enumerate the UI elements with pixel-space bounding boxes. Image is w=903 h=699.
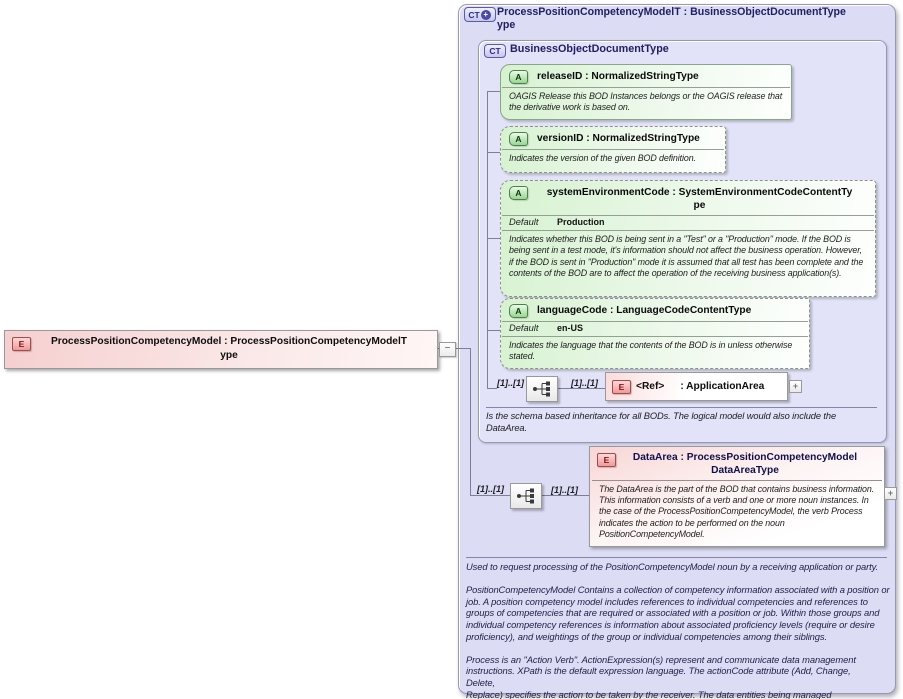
attribute-header: A versionID : NormalizedStringType (501, 127, 725, 146)
connector-line (456, 348, 470, 349)
sequence-glyph (533, 381, 550, 397)
connector-stub (488, 330, 500, 331)
collapse-button[interactable]: − (439, 342, 456, 357)
attribute-name: systemEnvironmentCode : SystemEnvironmen… (546, 187, 853, 211)
bod-type-title: BusinessObjectDocumentType (510, 43, 669, 55)
element-annotation: The DataArea is the part of the BOD that… (599, 484, 875, 539)
default-row: Default en-US (501, 322, 809, 333)
attribute-annotation: OAGIS Release this BOD Instances belongs… (509, 91, 783, 113)
default-value: Production (557, 217, 605, 227)
attribute-header: A systemEnvironmentCode : SystemEnvironm… (501, 181, 875, 212)
default-label: Default (509, 323, 539, 333)
attribute-icon: A (509, 70, 528, 84)
element-box-process-position-competency-model[interactable]: E ProcessPositionCompetencyModel : Proce… (4, 330, 438, 369)
default-row: Default Production (501, 216, 875, 227)
panel-annotation: Used to request processing of the Positi… (466, 561, 890, 699)
default-value: en-US (557, 323, 584, 333)
expand-button[interactable]: + (884, 487, 897, 500)
attribute-annotation: Indicates the language that the contents… (509, 340, 793, 362)
cardinality-label: [1]..[1] (477, 484, 504, 494)
bod-annotation: Is the schema based inheritance for all … (486, 411, 837, 433)
attribute-name: languageCode : LanguageCodeContentType (537, 305, 752, 316)
connector-stub (488, 238, 500, 239)
element-title: DataArea : ProcessPositionCompetencyMode… (632, 452, 858, 476)
attribute-box-language-code[interactable]: A languageCode : LanguageCodeContentType… (500, 298, 810, 369)
attribute-name: versionID : NormalizedStringType (537, 133, 700, 144)
sequence-glyph (517, 488, 534, 504)
attribute-box-releaseid[interactable]: A releaseID : NormalizedStringType OAGIS… (500, 64, 792, 120)
complex-type-icon: CT + (464, 7, 496, 22)
sequence-icon[interactable] (510, 483, 542, 509)
connector-line (541, 495, 589, 496)
cardinality-label: [1]..[1] (497, 378, 524, 388)
element-box-dataarea[interactable]: E DataArea : ProcessPositionCompetencyMo… (589, 446, 885, 547)
panel-title: ProcessPositionCompetencyModelT : Busine… (497, 6, 846, 31)
cardinality-label: [1]..[1] (551, 485, 578, 495)
divider (502, 87, 790, 88)
divider (502, 215, 874, 216)
attribute-icon: A (509, 304, 528, 318)
attribute-box-versionid[interactable]: A versionID : NormalizedStringType Indic… (500, 126, 726, 173)
attribute-name: releaseID : NormalizedStringType (537, 71, 699, 82)
divider (592, 480, 882, 481)
sequence-icon[interactable] (526, 376, 558, 402)
divider (486, 407, 877, 408)
ref-label: <Ref> (636, 381, 665, 392)
attribute-icon: A (509, 132, 528, 146)
attribute-header: A releaseID : NormalizedStringType (501, 65, 791, 84)
attribute-icon: A (509, 186, 528, 200)
default-label: Default (509, 217, 539, 227)
derived-plus-icon: + (480, 9, 491, 20)
connector-trunk (470, 348, 471, 496)
element-icon: E (597, 453, 616, 467)
divider (502, 230, 874, 231)
connector-stub (488, 388, 497, 389)
element-title: ProcessPositionCompetencyModel : Process… (50, 336, 408, 361)
cardinality-label: [1]..[1] (571, 378, 598, 388)
connector-stub (488, 152, 500, 153)
ref-type-label: : ApplicationArea (680, 381, 765, 392)
complex-type-icon-small: CT (484, 44, 506, 58)
expand-button[interactable]: + (789, 380, 802, 393)
attribute-annotation: Indicates the version of the given BOD d… (509, 153, 696, 163)
connector-stub (488, 91, 500, 92)
connector-line (557, 388, 605, 389)
attribute-annotation: Indicates whether this BOD is being sent… (509, 234, 864, 279)
element-icon: E (612, 379, 631, 394)
attribute-header: A languageCode : LanguageCodeContentType (501, 299, 809, 318)
divider (502, 321, 808, 322)
divider (502, 336, 808, 337)
divider (466, 557, 887, 558)
attribute-box-system-environment-code[interactable]: A systemEnvironmentCode : SystemEnvironm… (500, 180, 876, 297)
attribute-trunk (487, 91, 488, 389)
divider (502, 149, 724, 150)
element-box-application-area-ref[interactable]: E <Ref> : ApplicationArea (605, 372, 788, 401)
complex-type-icon-label: CT (468, 9, 480, 20)
connector-line (471, 495, 510, 496)
element-icon: E (12, 337, 31, 351)
